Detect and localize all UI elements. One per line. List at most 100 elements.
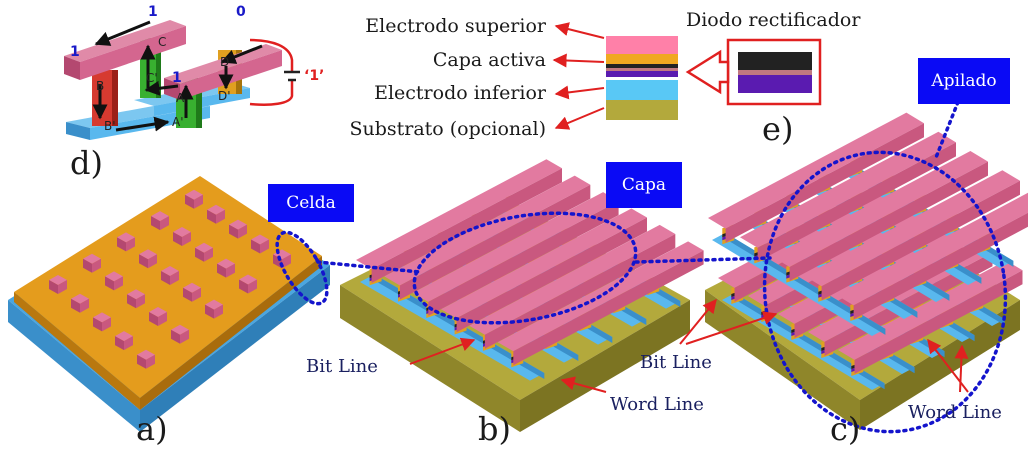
cell-side — [124, 336, 133, 351]
panel-c-device — [705, 112, 1028, 430]
pillar-label-d-prime: D' — [218, 89, 231, 103]
cell-side — [204, 247, 213, 262]
cell-side — [192, 287, 201, 302]
badge-apilado: Apilado — [918, 58, 1010, 104]
label-diode: Diodo rectificador — [686, 9, 861, 31]
cell-side — [180, 329, 189, 344]
cell-side — [214, 304, 223, 319]
cell-side — [58, 280, 67, 294]
cell-side — [93, 317, 102, 332]
cell-side — [71, 298, 80, 313]
b-bit-line — [384, 175, 591, 286]
cell-side — [183, 287, 192, 302]
cell-side — [115, 336, 124, 351]
cell-side — [148, 254, 157, 269]
c-upper-bit-line — [740, 131, 956, 248]
cell-side — [137, 354, 146, 369]
d-right-bar-value: 1 — [172, 70, 182, 86]
cell-side — [102, 317, 111, 332]
panel-label-c: c) — [830, 410, 860, 448]
cell-side — [127, 294, 136, 309]
cell-side — [239, 279, 248, 294]
c-upper-bit-line-side — [821, 180, 1020, 301]
panel-label-a: a) — [136, 410, 168, 448]
layer-active-1 — [606, 54, 678, 64]
d-left-bar-value: 1 — [70, 44, 80, 60]
cell-side — [171, 329, 180, 344]
cell-side — [185, 194, 194, 209]
c-upper-bit-line-side — [757, 142, 956, 262]
c-upper-bit-line — [708, 112, 924, 229]
panel-label-d: d) — [70, 144, 103, 182]
cell-side — [170, 271, 179, 285]
cell-side — [146, 354, 155, 369]
cell-top — [139, 249, 157, 260]
b-bit-line-side — [428, 201, 619, 316]
cell-side — [80, 298, 89, 313]
celda-circle — [275, 230, 329, 306]
cell-side — [173, 232, 182, 246]
b-bit-line-side — [371, 168, 562, 283]
d-applied-value: ‘1’ — [304, 68, 324, 84]
c-lower-bit-line-side — [854, 270, 1023, 374]
bit-line-label-c: Bit Line — [640, 352, 712, 373]
diode-arrow — [685, 49, 730, 95]
cell-side — [105, 276, 114, 291]
badge-celda: Celda — [268, 184, 354, 222]
bit-line-label-b: Bit Line — [306, 356, 378, 377]
capa-connector — [634, 256, 772, 264]
panel-c-stack — [708, 112, 1028, 390]
word-line-label-b: Word Line — [610, 394, 704, 415]
cell-side — [126, 237, 135, 252]
b-bit-line — [412, 192, 619, 302]
cell-side — [229, 224, 238, 239]
b-word-line — [360, 274, 545, 381]
cell-side — [282, 254, 291, 269]
panel-a-device — [8, 176, 330, 432]
cell-side — [226, 263, 235, 278]
pillar-label-c: C — [158, 35, 166, 49]
c-upper-bit-line — [804, 170, 1020, 287]
label-active-layer: Capa activa — [433, 49, 546, 71]
cell-side — [83, 258, 92, 273]
cell-side — [205, 304, 214, 319]
cell-side — [260, 239, 269, 254]
cell-side — [149, 312, 158, 326]
b-bit-line — [441, 208, 647, 319]
word-line-label-c: Word Line — [908, 402, 1002, 423]
apilado-connector — [933, 100, 960, 162]
label-top-electrode: Electrodo superior — [365, 15, 547, 37]
cell-side — [195, 247, 204, 262]
pillar-label-c-prime: C' — [146, 71, 158, 85]
pillar-label-a: A — [176, 91, 185, 105]
zoom-indicators — [275, 100, 1008, 434]
b-bit-line-side — [456, 217, 647, 333]
b-bit-line — [469, 224, 676, 335]
pillar-label-d: D — [220, 55, 229, 69]
c-upper-bit-line — [772, 151, 988, 267]
b-bit-line-side — [513, 250, 704, 366]
apilado-circle — [762, 150, 1008, 434]
b-bit-line — [356, 159, 562, 269]
cell-side — [216, 209, 225, 224]
badge-capa: Capa — [606, 162, 682, 208]
cell-side — [158, 312, 167, 326]
layer-bottom-electrode — [606, 80, 678, 100]
pillar-label-b: B — [96, 79, 104, 93]
cell-side — [161, 271, 170, 285]
cell-side — [160, 216, 169, 231]
panel-e-stack: Electrodo superior Capa activa Electrodo… — [349, 9, 861, 140]
cell-side — [151, 216, 160, 231]
layer-substrate — [606, 100, 678, 120]
capa-circle — [412, 211, 638, 325]
c-upper-bit-line-side — [853, 212, 1028, 320]
c-upper-bit-line — [836, 192, 1028, 306]
cell-side — [136, 294, 145, 309]
label-bottom-electrode: Electrodo inferior — [374, 82, 547, 104]
panel-label-b: b) — [478, 410, 511, 448]
layer-top-electrode — [606, 36, 678, 54]
cell-side — [139, 254, 148, 269]
panel-label-e: e) — [762, 110, 793, 148]
